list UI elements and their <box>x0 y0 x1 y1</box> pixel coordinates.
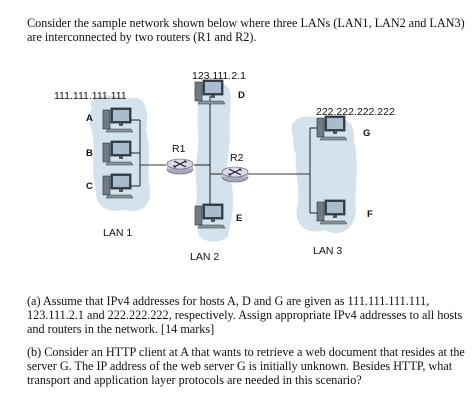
question-a: (a) Assume that IPv4 addresses for hosts… <box>27 294 462 336</box>
lan1-address-label: 111.111.111.111 <box>54 90 127 102</box>
host-d-label: D <box>238 90 245 101</box>
question-b-line: server G. The IP address of the web serv… <box>27 359 453 373</box>
question-a-line: and routers in the network. [14 marks] <box>27 322 215 336</box>
intro-paragraph: Consider the sample network shown below … <box>27 16 465 44</box>
host-f-label: F <box>367 209 373 220</box>
host-a-label: A <box>86 113 93 124</box>
lan1-label: LAN 1 <box>103 227 132 239</box>
question-a-line: (a) Assume that IPv4 addresses for hosts… <box>27 294 430 308</box>
host-c-label: C <box>86 181 93 192</box>
router-r2-icon <box>221 166 249 183</box>
router-r1-label: R1 <box>172 143 186 155</box>
lan2-label: LAN 2 <box>190 251 219 263</box>
host-b-label: B <box>86 148 93 159</box>
question-b-line: transport and application layer protocol… <box>27 373 362 387</box>
lan2-cloud <box>193 80 234 242</box>
question-a-line: 123.111.2.1 and 222.222.222, respectivel… <box>27 308 463 322</box>
router-r2-label: R2 <box>230 152 244 164</box>
lan3-label: LAN 3 <box>313 245 342 257</box>
lan3-address-label: 222.222.222.222 <box>316 106 395 118</box>
question-b: (b) Consider an HTTP client at A that wa… <box>27 345 465 387</box>
host-e-label: E <box>236 213 242 224</box>
router-r1-icon <box>166 158 194 175</box>
question-b-line: (b) Consider an HTTP client at A that wa… <box>27 345 465 359</box>
intro-line: are interconnected by two routers (R1 an… <box>27 30 257 44</box>
host-g-label: G <box>363 128 370 139</box>
lan1-links <box>125 119 166 187</box>
lan2-address-label: 123.111.2.1 <box>192 70 246 82</box>
lan2-links <box>209 96 222 214</box>
intro-line: Consider the sample network shown below … <box>27 16 465 30</box>
network-diagram: 111.111.111.111 123.111.2.1 222.222.222.… <box>54 70 395 263</box>
